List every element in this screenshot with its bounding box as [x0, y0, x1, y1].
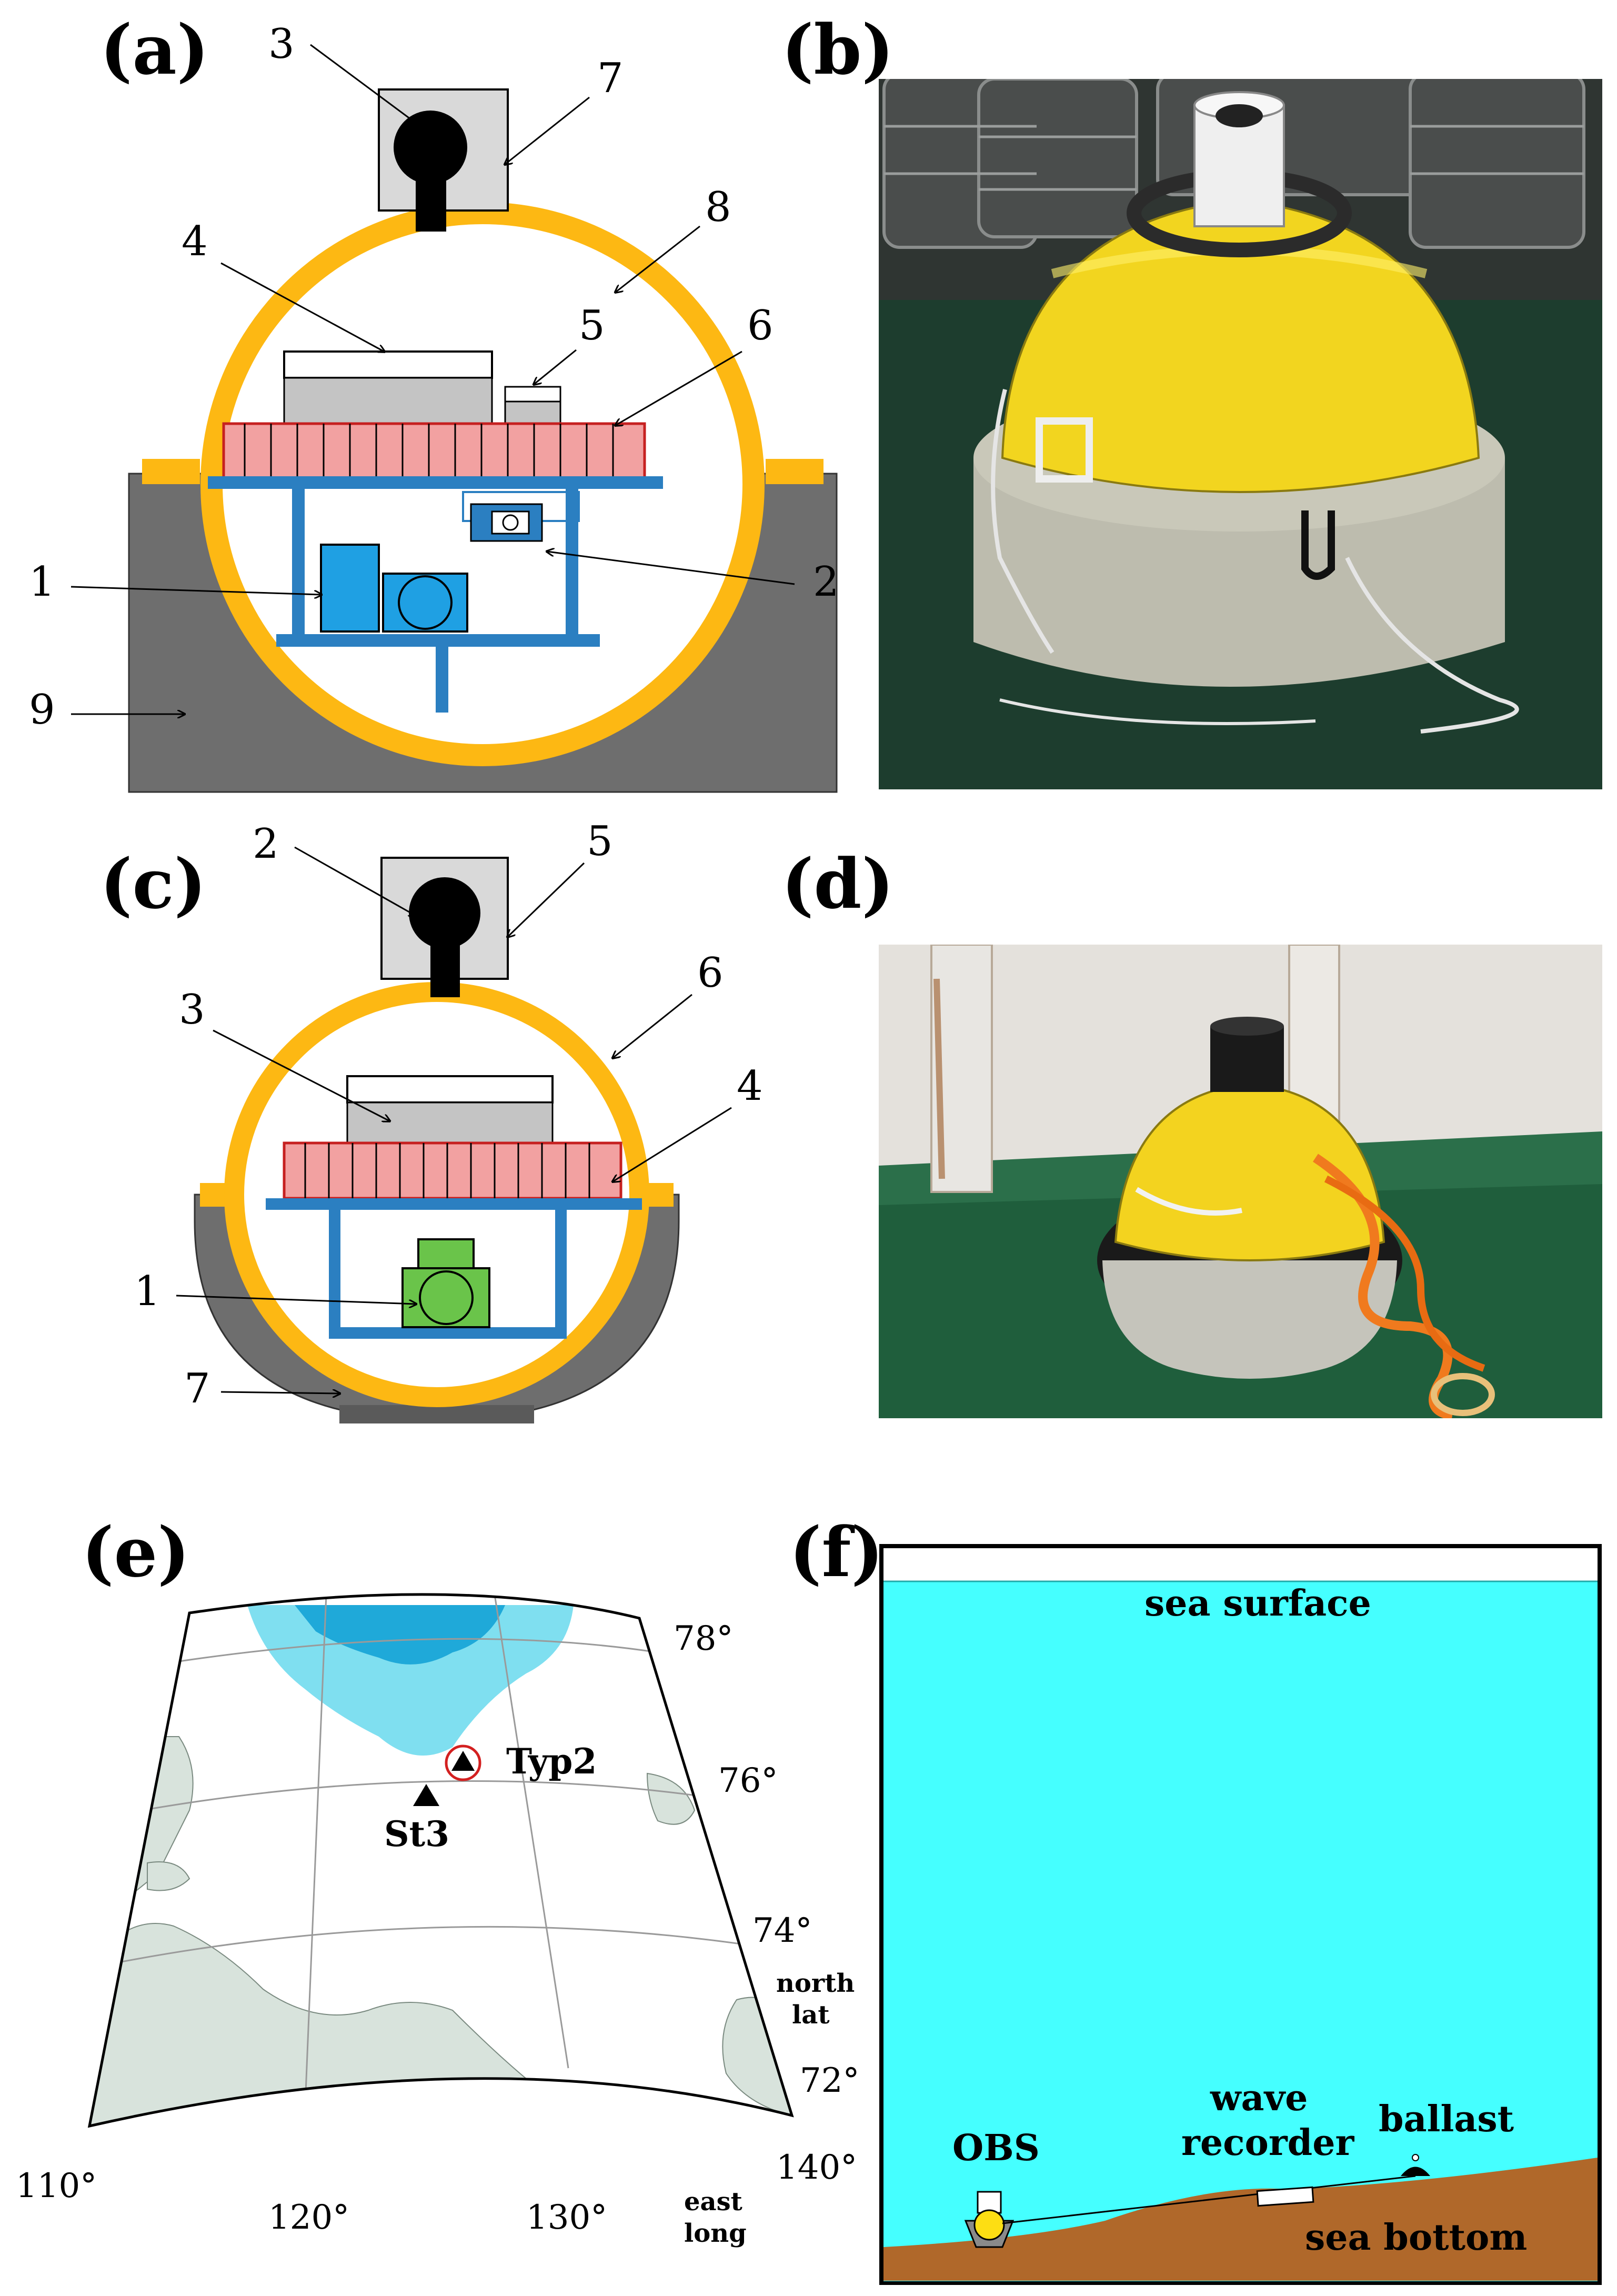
panel-d-label: (d) — [781, 844, 894, 924]
hydrophone-head-icon — [409, 877, 480, 949]
panel-a-label: (a) — [100, 9, 209, 90]
svg-text:3: 3 — [268, 21, 295, 68]
tiltmeter-dial-icon — [502, 514, 519, 531]
station-highlight-icon — [445, 1744, 481, 1781]
svg-text:9: 9 — [29, 686, 55, 734]
recorder-top — [283, 350, 493, 379]
recorder-body — [346, 1101, 554, 1146]
station-triangle-icon — [413, 1784, 439, 1806]
station-triangle-icon — [451, 1751, 475, 1771]
sensor-dial-icon — [419, 1270, 474, 1325]
panel-e: (e) — [16, 1512, 859, 2248]
mounting-frame — [208, 476, 663, 713]
panel-c: (c) — [100, 818, 763, 1423]
hydrophone-sensor — [401, 1267, 490, 1328]
svg-text:lat: lat — [792, 2000, 830, 2030]
svg-text:5: 5 — [579, 302, 605, 349]
svg-text:6: 6 — [747, 302, 774, 349]
sensor-top — [417, 1238, 475, 1269]
small-module-body — [504, 400, 561, 426]
hydrophone-head-icon — [394, 111, 467, 184]
panel-d: (d) — [781, 844, 1602, 1418]
battery-pack — [222, 422, 646, 483]
svg-text:long: long — [684, 2219, 747, 2248]
photo-d — [879, 945, 1602, 1418]
svg-text:76°: 76° — [718, 1761, 778, 1800]
label-wave-recorder-1: wave — [1210, 2077, 1308, 2119]
graticule — [115, 1594, 764, 2105]
siberian-coast — [89, 1923, 538, 2126]
svg-text:6: 6 — [697, 949, 724, 997]
obs-sphere-icon — [973, 2209, 1005, 2241]
svg-text:4: 4 — [737, 1062, 763, 1110]
svg-text:east: east — [684, 2187, 742, 2217]
lat-labels: 78° 76° 74° 72° north lat — [674, 1619, 859, 2100]
svg-text:4: 4 — [182, 218, 208, 265]
photo-b — [879, 79, 1602, 789]
station-typ2: Typ2 — [445, 1741, 597, 1782]
lon-labels: 110° 120° 130° 140° east long — [16, 2148, 857, 2248]
small-module-top — [504, 386, 561, 403]
svg-text:1: 1 — [29, 558, 55, 606]
seismometer — [382, 573, 468, 633]
hydrophone-stem — [416, 158, 446, 232]
mounting-frame — [266, 1198, 642, 1339]
sea-bottom — [883, 2158, 1598, 2281]
recorder-top — [346, 1075, 554, 1104]
panel-e-label: (e) — [82, 1512, 190, 1592]
svg-text:120°: 120° — [268, 2198, 349, 2237]
svg-text:140°: 140° — [776, 2148, 857, 2187]
svg-text:130°: 130° — [526, 2198, 607, 2237]
sea-ice-dark — [295, 1605, 505, 1665]
label-sea-bottom: sea bottom — [1305, 2217, 1527, 2259]
panel-a: (a) — [29, 9, 839, 793]
island — [646, 1772, 696, 1825]
label-ballast: ballast — [1379, 2098, 1514, 2140]
station-label-typ2: Typ2 — [506, 1741, 597, 1782]
water-column — [883, 1581, 1598, 2281]
panel-a-callouts: 1 2 3 4 5 6 7 8 9 — [29, 21, 839, 734]
panel-c-callouts: 1 2 3 4 5 6 7 — [134, 818, 763, 1412]
seismometer-electronics — [320, 544, 380, 633]
label-obs: OBS — [952, 2127, 1040, 2169]
seismometer-sensor-icon — [398, 575, 453, 630]
svg-text:78°: 78° — [674, 1619, 733, 1658]
svg-text:1: 1 — [134, 1268, 160, 1315]
svg-text:110°: 110° — [16, 2167, 97, 2205]
svg-text:2: 2 — [813, 558, 839, 606]
obs-unit — [964, 2191, 1015, 2248]
recorder-body — [283, 377, 493, 426]
station-label-st3: St3 — [384, 1813, 449, 1854]
svg-text:72°: 72° — [800, 2061, 859, 2100]
sphere-flange-right — [766, 459, 823, 484]
station-st3: St3 — [384, 1784, 449, 1854]
svg-text:2: 2 — [253, 820, 279, 868]
map: Typ2 St3 78° 76° 74° 72° north lat 110° … — [16, 1593, 859, 2248]
panel-f: (f) sea surface sea bottom OBS wave reco… — [789, 1512, 1602, 2285]
battery-pack — [283, 1141, 622, 1200]
svg-text:5: 5 — [587, 818, 613, 865]
ballast-weight-icon — [1401, 2167, 1430, 2176]
panel-c-label: (c) — [100, 844, 206, 924]
wave-recorder — [1256, 2186, 1314, 2207]
panel-b-label: (b) — [781, 9, 894, 90]
svg-text:74°: 74° — [752, 1911, 812, 1950]
svg-text:7: 7 — [184, 1365, 210, 1412]
sea-ice-light — [247, 1605, 574, 1756]
ground-line — [1002, 2175, 1416, 2224]
svg-text:3: 3 — [179, 986, 205, 1034]
label-wave-recorder-2: recorder — [1181, 2122, 1354, 2164]
panel-b: (b) — [781, 9, 1602, 789]
svg-text:7: 7 — [597, 55, 624, 102]
hydrophone-stem — [430, 926, 460, 997]
label-sea-surface: sea surface — [1144, 1582, 1371, 1625]
svg-text:north: north — [776, 1969, 855, 1998]
sphere-flange-left — [142, 459, 200, 484]
svg-text:8: 8 — [705, 184, 731, 231]
ballast-base — [339, 1405, 534, 1423]
panel-f-label: (f) — [789, 1512, 883, 1592]
